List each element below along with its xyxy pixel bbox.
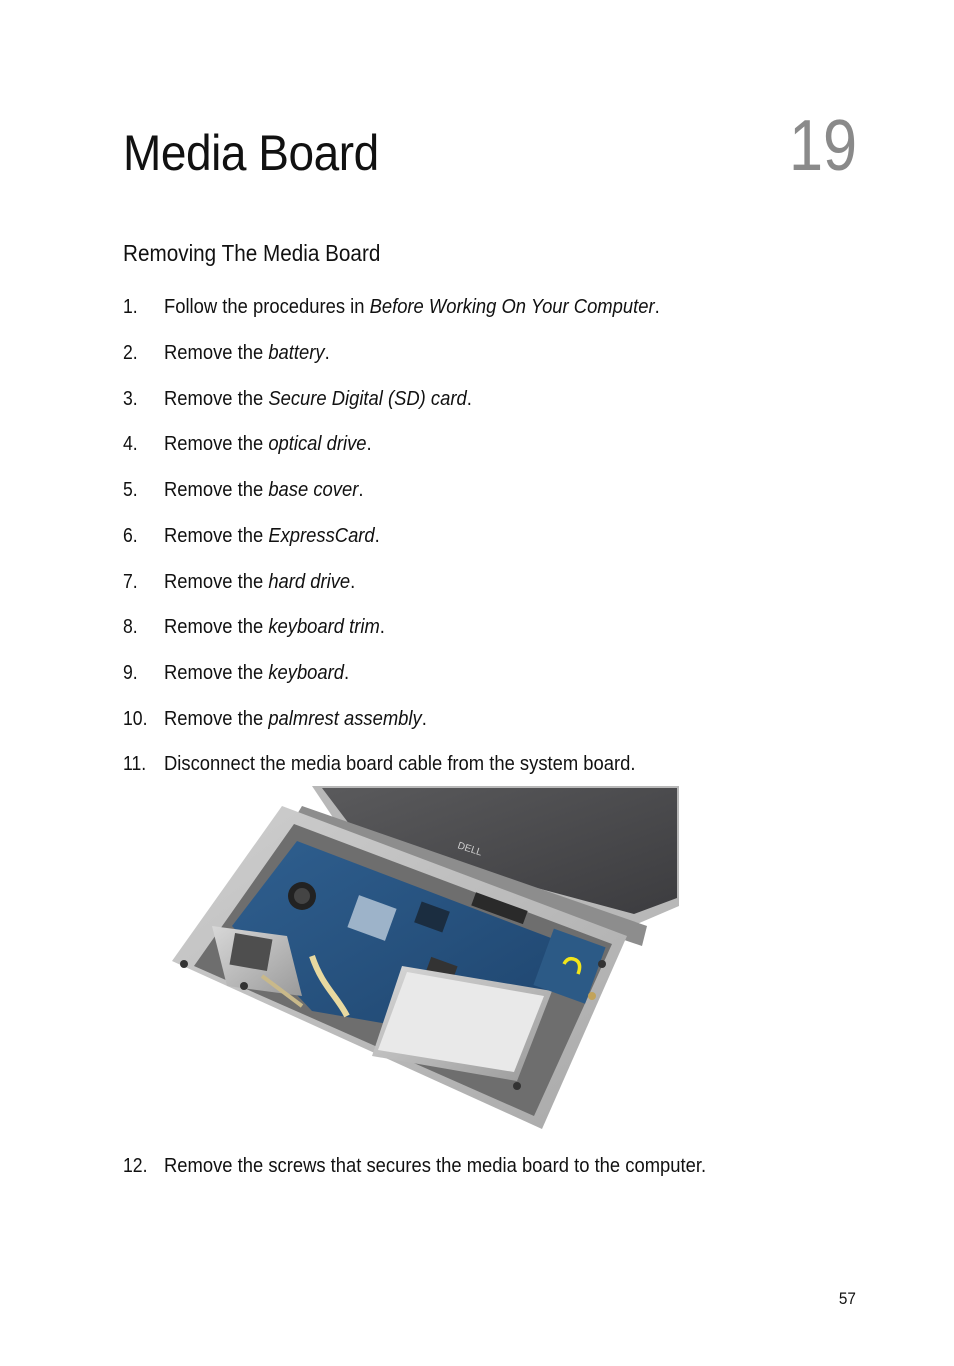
step-number: 10. [123,708,148,730]
screw [240,982,248,990]
step-text-plain: Remove the [164,571,269,593]
screw [588,992,596,1000]
step-link[interactable]: keyboard [268,662,345,684]
step-text: Remove the screws that secures the media… [164,1155,707,1177]
media-board [533,928,606,1004]
step-number: 3. [123,388,138,410]
page-number: 57 [838,1289,856,1308]
connector-strip [471,892,528,925]
step-text-plain: Remove the [164,662,269,684]
step-number: 6. [123,525,138,547]
step-number: 12. [123,1155,148,1177]
step-text: Disconnect the media board cable from th… [164,753,636,775]
step-text: Remove the battery. [164,340,330,366]
step-text-punct: . [466,388,472,410]
chapter-title: Media Board [123,125,379,181]
step-link[interactable]: hard drive [268,571,351,593]
hard-drive-bay-inner [378,972,544,1072]
step-text-plain: Remove the [164,433,269,455]
screw [598,960,606,968]
step-text: Remove the palmrest assembly. [164,706,427,732]
step-text-punct: . [358,479,364,501]
chapter-number: 19 [788,106,857,186]
step-number: 4. [123,433,138,455]
step-text-plain: Remove the [164,388,269,410]
step-text: Remove the optical drive. [164,431,372,457]
step-text: Remove the ExpressCard. [164,523,380,549]
cpu-shield [347,895,397,941]
step-number: 7. [123,571,138,593]
step-text-punct: . [374,525,380,547]
step-link[interactable]: base cover [268,479,359,501]
step-text: Remove the keyboard. [164,660,349,686]
step-text-punct: . [379,616,385,638]
step-text-plain: Remove the [164,708,269,730]
fan-hub [294,888,310,904]
step-link[interactable]: battery [268,342,325,364]
step-text-plain: Follow the procedures in [164,296,370,318]
step-text-punct: . [324,342,330,364]
step-text-punct: . [350,571,356,593]
step-text: Remove the hard drive. [164,569,355,595]
step-link[interactable]: palmrest assembly [268,708,422,730]
cable-highlight [562,956,582,975]
chipset [414,901,450,933]
ribbon-cable [309,955,350,1018]
lid-screen [322,788,677,914]
step-text: Follow the procedures in Before Working … [164,294,660,320]
step-text-plain: Remove the [164,342,269,364]
step-link[interactable]: keyboard trim [268,616,380,638]
step-link[interactable]: Before Working On Your Computer [369,296,655,318]
step-number: 11. [123,753,147,775]
step-text-plain: Remove the [164,479,269,501]
expresscard-slot [229,932,273,972]
step-text-plain: Remove the [164,525,269,547]
step-text-plain: Remove the [164,616,269,638]
screw [513,1082,521,1090]
step-number: 9. [123,662,138,684]
step-link[interactable]: ExpressCard [268,525,375,547]
step-number: 8. [123,616,138,638]
step-text-punct: . [654,296,660,318]
step-text-punct: . [344,662,350,684]
step-number: 1. [123,296,138,318]
step-text-punct: . [421,708,427,730]
laptop-media-board-photo: DELL [172,786,679,1129]
step-text: Remove the Secure Digital (SD) card. [164,386,472,412]
step-number: 5. [123,479,138,501]
step-number: 2. [123,342,138,364]
step-link[interactable]: optical drive [268,433,367,455]
laptop-illustration: DELL [172,786,679,1129]
step-text: Remove the base cover. [164,477,363,503]
step-link[interactable]: Secure Digital (SD) card [268,388,467,410]
step-text: Remove the keyboard trim. [164,614,385,640]
section-heading: Removing The Media Board [123,240,381,266]
screw [180,960,188,968]
step-text-punct: . [366,433,372,455]
ribbon-cable-2 [260,974,304,1008]
